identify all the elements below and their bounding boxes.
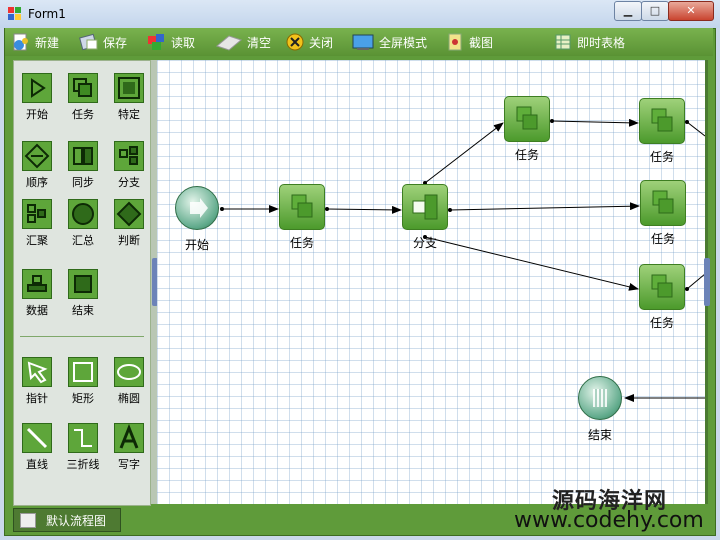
collapse-right-handle[interactable] (704, 258, 710, 306)
palette-item-data[interactable]: 数据 (16, 269, 58, 318)
text-icon (119, 423, 139, 449)
end-stop-icon (593, 389, 607, 407)
palette-item-pointer[interactable]: 指针 (16, 357, 58, 406)
clear-icon (215, 35, 243, 51)
palette-item-sequence[interactable]: 顺序 (16, 141, 58, 190)
special-icon (118, 77, 140, 99)
save-button[interactable]: 保存 (79, 31, 127, 53)
close-window-button[interactable]: ✕ (668, 1, 714, 21)
branch-icon (119, 146, 138, 165)
node-end[interactable]: 结束 (578, 376, 622, 442)
title-bar: Form1 ▁ □ ✕ (0, 0, 720, 28)
line-icon (26, 427, 48, 449)
merge-icon (27, 204, 46, 223)
start-arrow-icon (190, 198, 208, 218)
sync-icon (73, 147, 93, 165)
pointer-icon (27, 361, 48, 384)
watermark-title: 源码海洋网 (552, 489, 668, 514)
end-icon (74, 275, 92, 293)
watermark-url: www.codehy.com (514, 508, 704, 533)
node-task[interactable]: 任务 (504, 96, 550, 162)
palette-item-branch[interactable]: 分支 (108, 141, 150, 190)
minimize-button[interactable]: ▁ (614, 1, 642, 21)
branch-node-icon (412, 194, 438, 220)
maximize-button[interactable]: □ (641, 1, 669, 21)
palette-item-line[interactable]: 直线 (16, 423, 58, 472)
fullscreen-button[interactable]: 全屏模式 (351, 31, 427, 53)
palette-item-start[interactable]: 开始 (16, 73, 58, 122)
palette-item-polyline[interactable]: 三折线 (62, 423, 104, 472)
connector-right-top (686, 121, 705, 137)
task-node-icon (516, 106, 538, 130)
connector-branch-task-top (424, 122, 504, 184)
decision-icon (116, 201, 142, 227)
screenshot-button[interactable]: 截图 (445, 31, 493, 53)
palette-item-end[interactable]: 结束 (62, 269, 104, 318)
task-node-icon (651, 274, 673, 298)
tab-default-flowchart[interactable]: 默认流程图 (13, 508, 121, 532)
clear-button[interactable]: 清空 (215, 31, 271, 53)
palette-item-task[interactable]: 任务 (62, 73, 104, 122)
new-icon (13, 33, 28, 51)
table-icon (555, 34, 571, 50)
node-branch[interactable]: 分支 (402, 184, 448, 250)
collapse-left-handle[interactable] (152, 258, 158, 306)
palette-item-special[interactable]: 特定 (108, 73, 150, 122)
palette-item-decision[interactable]: 判断 (108, 199, 150, 248)
open-button[interactable]: 读取 (147, 31, 195, 53)
palette-item-ellipse[interactable]: 椭圆 (108, 357, 150, 406)
palette-item-text[interactable]: 写字 (108, 423, 150, 472)
data-icon (27, 275, 47, 292)
node-task[interactable]: 任务 (639, 264, 685, 330)
open-icon (148, 34, 164, 50)
app-icon (8, 7, 21, 20)
window-title: Form1 (28, 7, 66, 21)
connector-task-top-right (551, 118, 639, 127)
palette-item-merge[interactable]: 汇聚 (16, 199, 58, 248)
node-task[interactable]: 任务 (279, 184, 325, 250)
node-task[interactable]: 任务 (639, 98, 685, 164)
toolbar: 新建 保存 读取 清空 关闭 全屏模式 截图 即时表格 (5, 28, 713, 56)
screenshot-icon (448, 33, 462, 51)
diagram-canvas[interactable]: 开始 任务 分支 任务 任务 任务 任务 结束 (157, 60, 705, 504)
fullscreen-icon (352, 34, 374, 50)
instant-table-button[interactable]: 即时表格 (553, 31, 625, 53)
node-task[interactable]: 任务 (640, 180, 686, 246)
summary-icon (72, 203, 94, 225)
task-node-icon (652, 190, 674, 214)
ellipse-icon (117, 364, 141, 380)
status-bar (5, 507, 713, 533)
rectangle-icon (73, 362, 93, 382)
task-node-icon (291, 194, 313, 218)
new-button[interactable]: 新建 (11, 31, 59, 53)
connector-right-low (686, 273, 705, 290)
connector-task-branch (326, 205, 402, 214)
palette-divider (20, 336, 144, 337)
sequence-icon (24, 143, 50, 169)
connector-branch-task-mid (449, 202, 640, 211)
document-icon (20, 513, 36, 528)
palette-item-summary[interactable]: 汇总 (62, 199, 104, 248)
node-start[interactable]: 开始 (175, 186, 219, 252)
connector-branch-task-low (424, 236, 639, 291)
close-icon (286, 33, 304, 51)
play-icon (31, 78, 46, 98)
close-button[interactable]: 关闭 (285, 31, 333, 53)
polyline-icon (74, 429, 92, 447)
task-node-icon (651, 108, 673, 132)
palette-item-sync[interactable]: 同步 (62, 141, 104, 190)
palette-item-rectangle[interactable]: 矩形 (62, 357, 104, 406)
shape-palette: 开始 任务 特定 顺序 同步 分支 汇聚 汇总 判断 数据 结束 (13, 60, 151, 506)
task-icon (73, 78, 92, 97)
save-icon (79, 33, 98, 51)
connector-layer (220, 118, 705, 402)
